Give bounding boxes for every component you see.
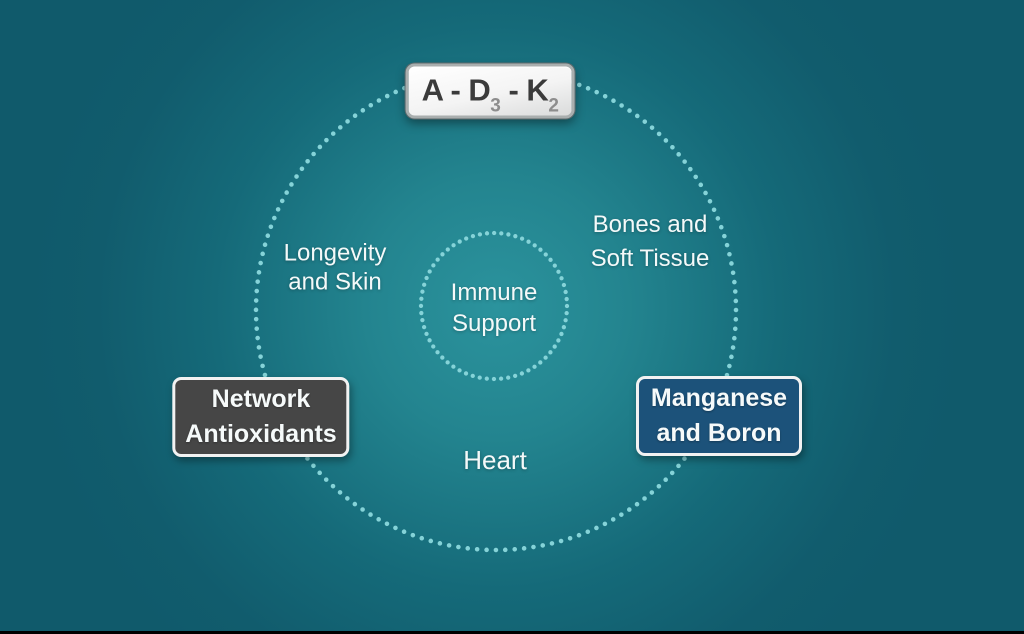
label-heart: Heart [463,445,527,477]
box-line: Antioxidants [185,420,337,448]
label-line: Bones and [592,210,708,238]
label-longevity-and-skin: Longevity and Skin [284,239,387,298]
box-line: Manganese [650,384,788,412]
supplement-title-badge: A - D3 - K2 [405,63,575,119]
bottom-letterbox-bar [0,631,1024,634]
label-line: Longevity [283,239,387,267]
manganese-and-boron-box: Manganese and Boron [636,376,802,456]
box-line: and Boron [656,419,782,447]
box-line: Network [211,385,311,413]
inner-dotted-circle [418,230,570,382]
label-line: Support [451,310,537,337]
label-line: Soft Tissue [590,245,710,272]
badge-text-part2: - K [500,72,549,108]
label-line: Heart [463,445,527,476]
network-antioxidants-box: Network Antioxidants [172,377,350,457]
badge-subscript-2: 2 [548,95,559,117]
label-immune-support: Immune Support [451,277,538,339]
label-bones-and-soft-tissue: Bones and Soft Tissue [591,208,710,276]
badge-subscript-3: 3 [490,95,501,117]
badge-text-part1: A - D [421,72,491,108]
label-line: Immune [450,278,538,306]
label-line: and Skin [288,269,382,296]
